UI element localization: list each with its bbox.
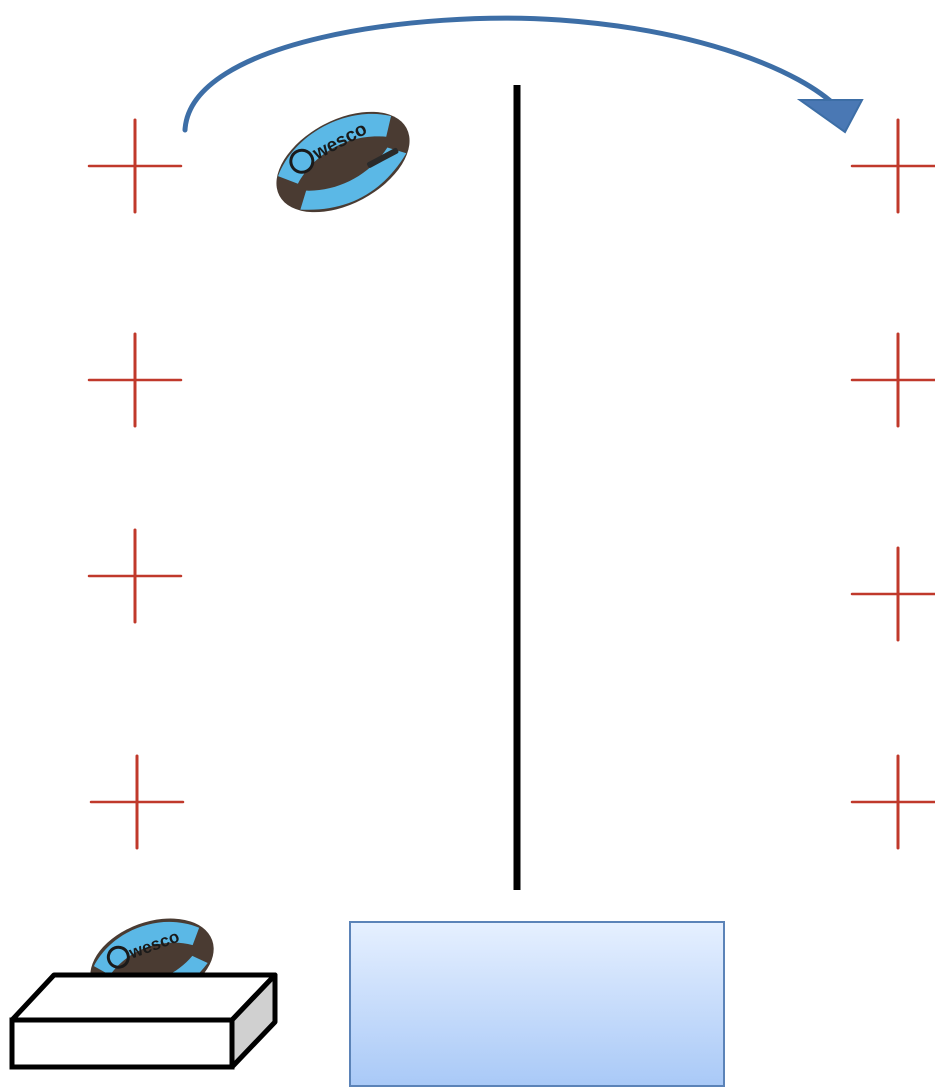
box-icon bbox=[9, 972, 278, 1070]
cross-marker-icon bbox=[850, 332, 935, 430]
cross-marker-icon bbox=[87, 528, 185, 626]
cross-marker-icon bbox=[850, 118, 935, 216]
left-markers bbox=[87, 118, 187, 852]
target-zone bbox=[349, 921, 725, 1087]
curved-arrow-icon bbox=[182, 15, 864, 134]
rugby-ball-icon: wesco bbox=[276, 111, 410, 213]
right-markers bbox=[850, 118, 935, 852]
cross-marker-icon bbox=[87, 118, 185, 216]
cross-marker-icon bbox=[850, 546, 935, 644]
cross-marker-icon bbox=[850, 754, 935, 852]
cross-marker-icon bbox=[87, 332, 185, 430]
cross-marker-icon bbox=[89, 754, 187, 852]
